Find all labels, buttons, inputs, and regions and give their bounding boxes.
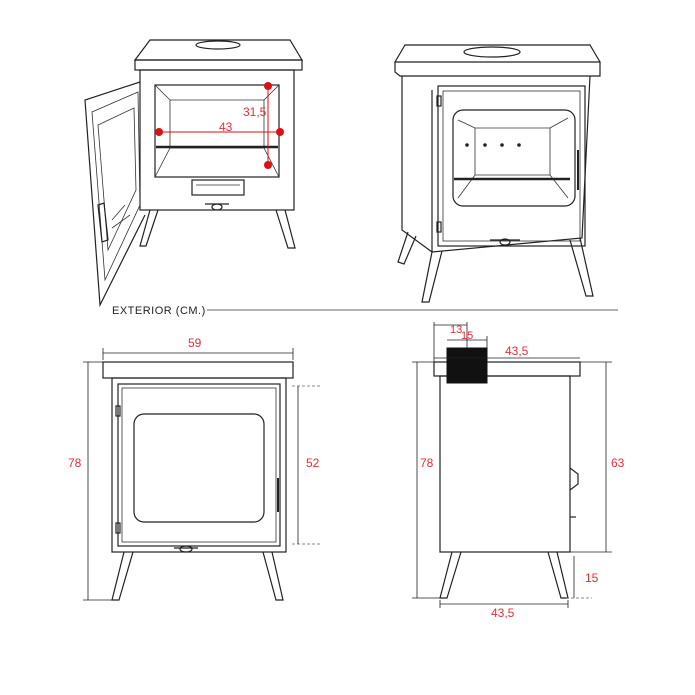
- top-slab-edge: [134, 59, 303, 71]
- flue-diameter-label: 15: [461, 330, 473, 342]
- firebox-opening: [154, 84, 280, 178]
- front-width-label: 59: [188, 336, 202, 350]
- top-slab: [102, 361, 294, 379]
- flue-offset-label: 13: [450, 324, 462, 336]
- front-door-inner: [121, 387, 277, 543]
- right-leg: [262, 551, 284, 601]
- front-left-leg: [139, 209, 159, 247]
- air-hole: [483, 143, 487, 147]
- leg-height-label: 15: [585, 571, 599, 585]
- drawer-knob: [499, 238, 511, 246]
- open-door-view: 31,5 43: [84, 39, 304, 308]
- flue-collar: [195, 40, 241, 50]
- front-door: [437, 85, 586, 247]
- flue-pipe: [446, 347, 488, 384]
- interior-width-marker: [155, 128, 163, 136]
- door-hinge-top: [436, 95, 442, 107]
- glass-firebox-perspective: [457, 117, 569, 199]
- section-title: EXTERIOR (CM.): [112, 305, 206, 317]
- top-slab-edge: [394, 61, 601, 77]
- front-left-leg: [421, 250, 443, 303]
- door-height-label: 52: [306, 456, 320, 470]
- top-depth-label: 43,5: [505, 344, 529, 358]
- stove-body: [139, 69, 295, 211]
- air-hole: [500, 143, 504, 147]
- door-hinge-top: [115, 405, 121, 417]
- left-leg: [439, 551, 462, 599]
- front-door-inner: [442, 90, 581, 242]
- front-right-leg: [569, 237, 594, 297]
- interior-height-marker: [264, 161, 272, 169]
- body-height-label: 63: [611, 456, 625, 470]
- firebox-perspective: [154, 84, 280, 178]
- open-door: [84, 81, 146, 308]
- door-handle: [97, 202, 109, 243]
- drawer-knob: [211, 203, 223, 211]
- interior-width-marker: [276, 128, 284, 136]
- stove-body: [401, 75, 591, 253]
- front-door: [117, 383, 281, 547]
- front-right-leg: [275, 209, 296, 249]
- door-handle-side: [569, 467, 579, 491]
- side-elevation: 13 15 43,5 78 63 15 43,5: [412, 322, 625, 620]
- air-hole: [517, 143, 521, 147]
- top-slab-surface: [133, 39, 304, 61]
- door-hinge-mark: [111, 204, 126, 221]
- front-height-label: 78: [68, 456, 82, 470]
- right-leg: [547, 551, 569, 599]
- side-height-label: 78: [420, 456, 434, 470]
- rear-left-leg: [397, 231, 417, 265]
- door-glass: [97, 107, 137, 252]
- top-slab-surface: [394, 44, 601, 63]
- ash-drawer: [191, 179, 245, 196]
- door-glass: [133, 413, 265, 523]
- stove-body: [111, 377, 287, 553]
- door-hinge-bottom: [436, 221, 442, 233]
- air-hole: [465, 143, 469, 147]
- interior-height-label: 31,5: [243, 105, 267, 119]
- interior-width-label: 43: [219, 120, 233, 134]
- stove-body: [439, 375, 571, 553]
- front-elevation: 59 78 52: [68, 336, 320, 601]
- flue-collar: [463, 46, 521, 58]
- door-glass: [452, 109, 576, 207]
- drawer-knob: [179, 545, 193, 553]
- door-hinge-bottom: [115, 522, 121, 534]
- interior-height-marker: [264, 82, 272, 90]
- door-hinge-mark: [111, 214, 131, 229]
- door-frame-inner: [91, 91, 141, 282]
- base-depth-label: 43,5: [491, 606, 515, 620]
- left-leg: [111, 551, 134, 601]
- perspective-view: [394, 44, 601, 303]
